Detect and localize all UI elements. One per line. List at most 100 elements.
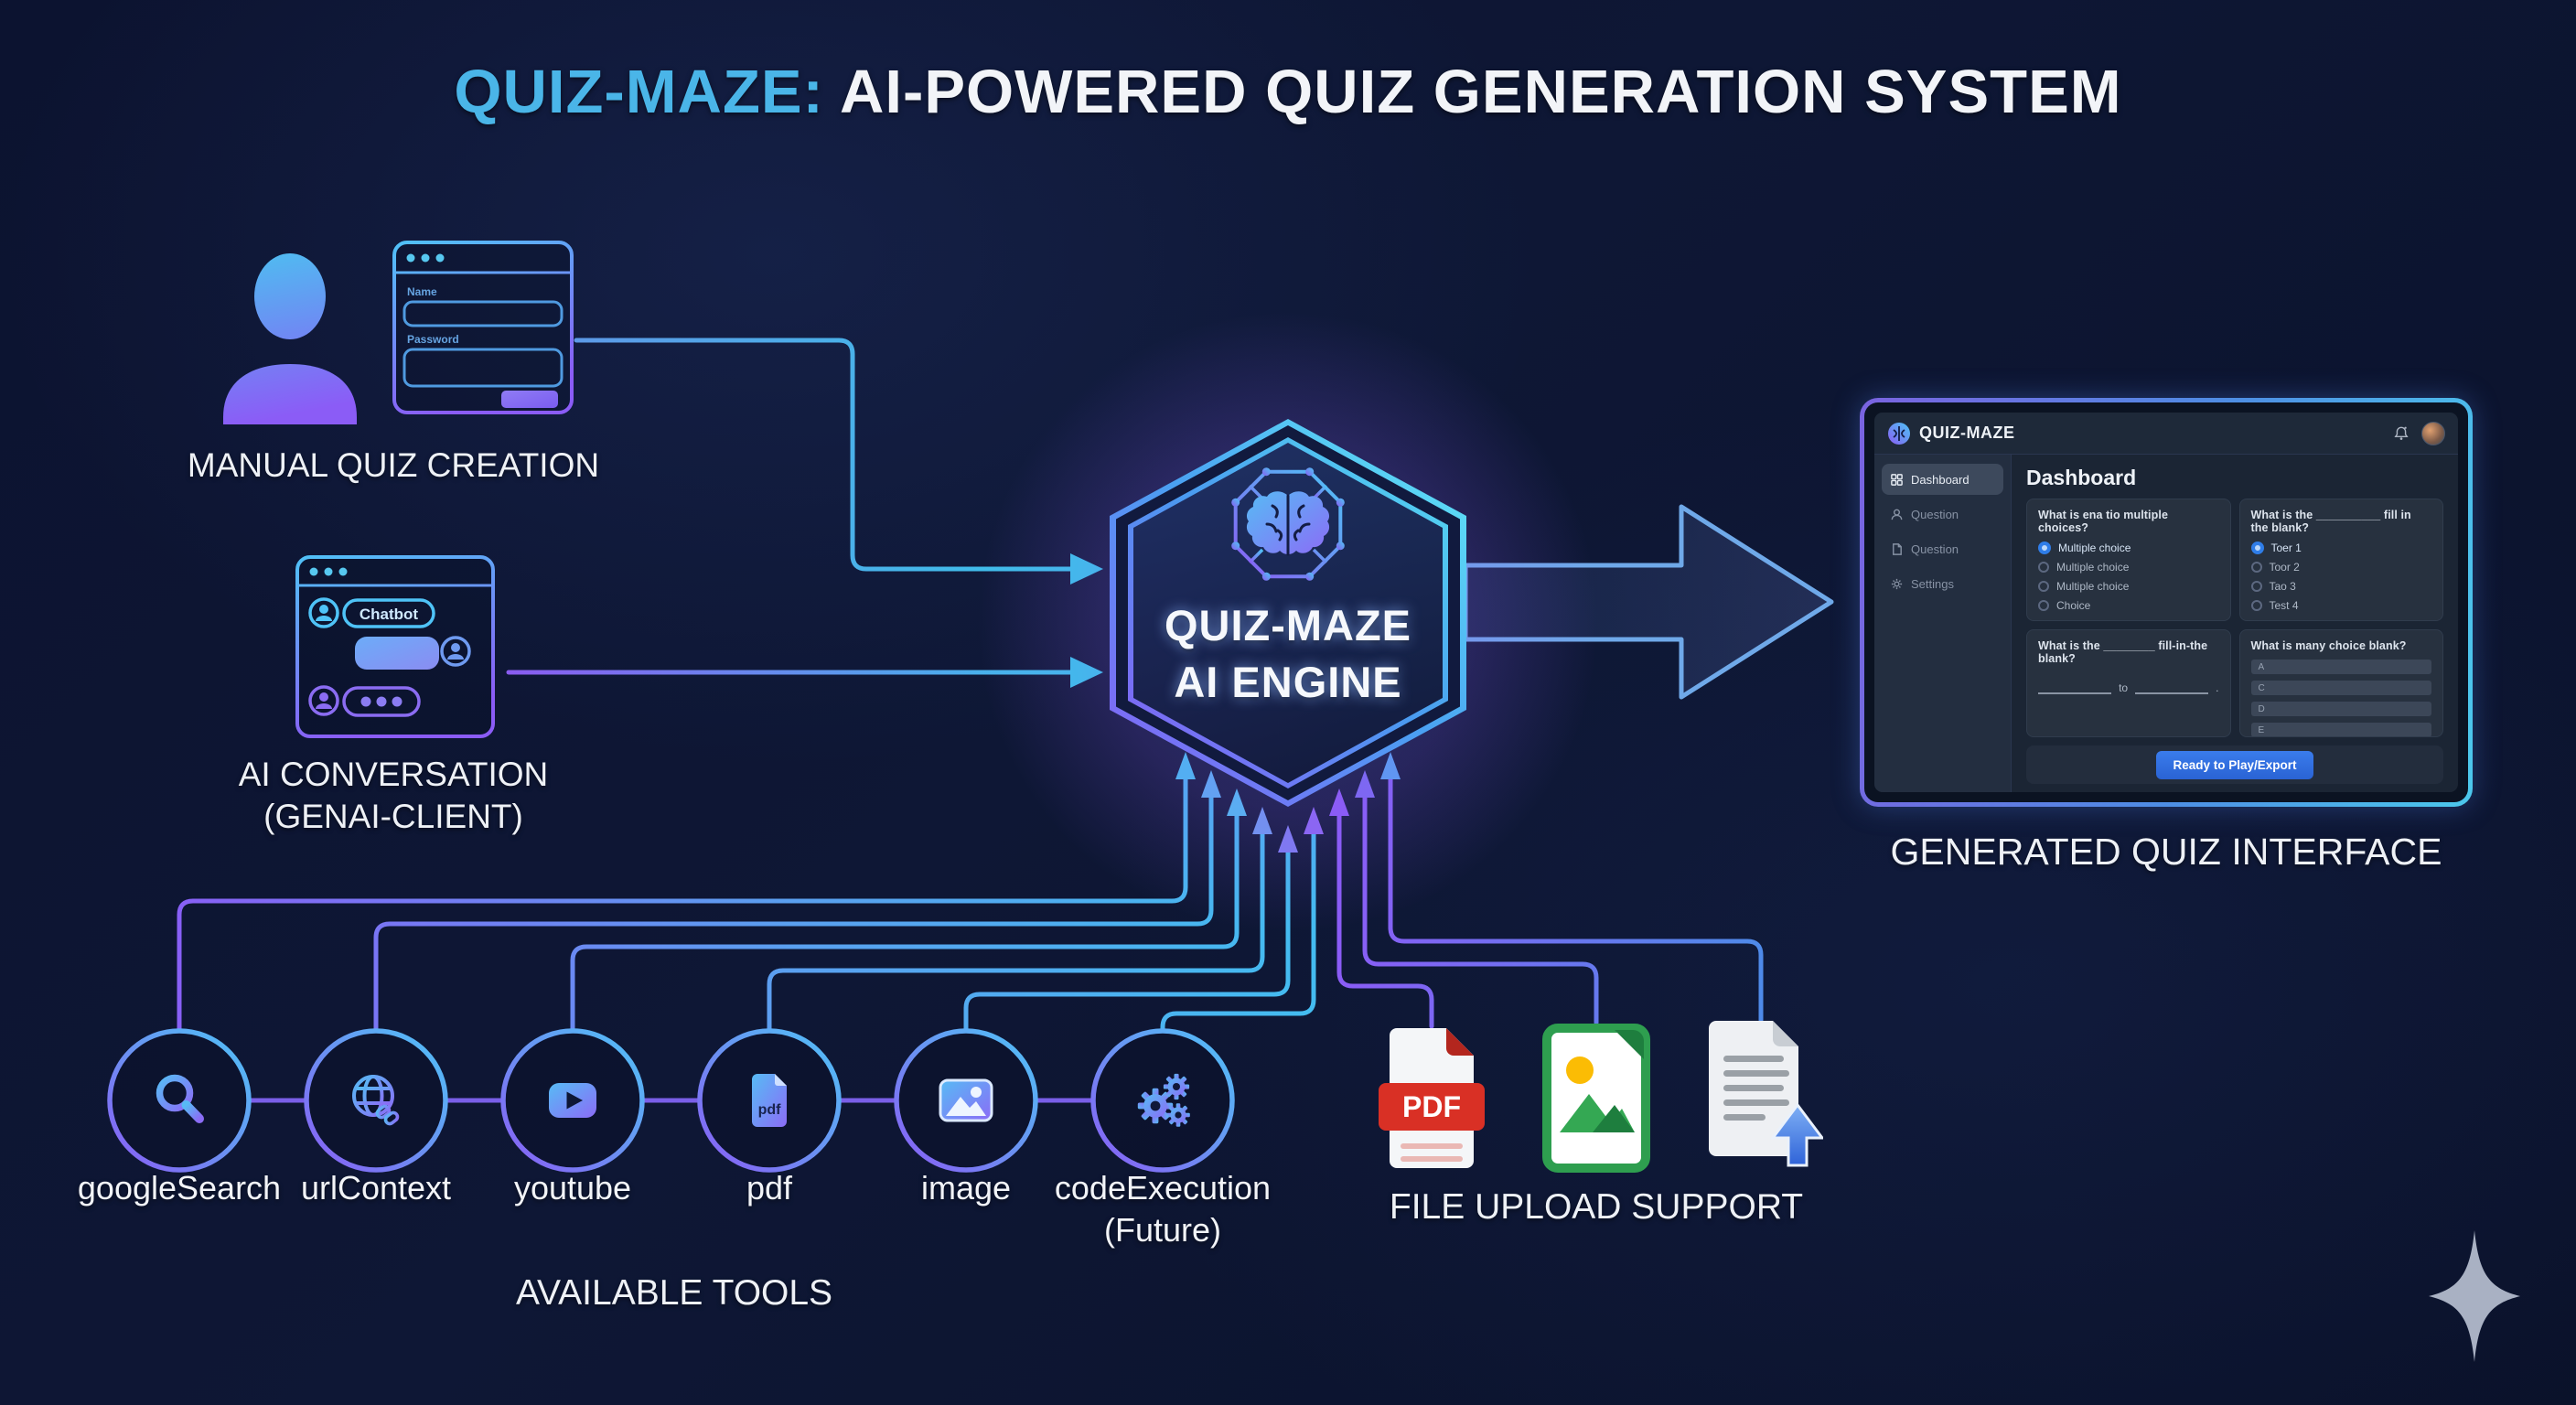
chatbot-badge bbox=[342, 598, 435, 628]
quiz-question: What is the __________ fill in the blank… bbox=[2250, 509, 2411, 534]
engine-content: QUIZ-MAZE AI ENGINE bbox=[1110, 430, 1466, 807]
radio-option[interactable]: Choice bbox=[2038, 599, 2219, 612]
tool-label-codeExecution: codeExecution(Future) bbox=[1054, 1169, 1272, 1249]
radio-icon bbox=[2250, 600, 2262, 611]
avatar[interactable] bbox=[2421, 421, 2445, 445]
output-arrow bbox=[1463, 504, 1834, 700]
quiz-card-grid: What is ena tio multiple choices? Multip… bbox=[2026, 499, 2443, 737]
chatbot-badge-label: Chatbot bbox=[360, 606, 419, 623]
sparkle-icon bbox=[2429, 1230, 2520, 1362]
doc-upload-icon bbox=[1700, 1017, 1825, 1173]
sidebar-item-label: Dashboard bbox=[1911, 472, 1970, 487]
password-field bbox=[402, 348, 564, 388]
tool-node-youtube bbox=[495, 1023, 650, 1178]
radio-option[interactable]: Test 4 bbox=[2250, 599, 2432, 612]
tool-node-urlContext bbox=[298, 1023, 454, 1178]
answer-bar[interactable]: A bbox=[2250, 660, 2431, 674]
radio-option[interactable]: Toer 1 bbox=[2250, 542, 2432, 554]
tool-label-image: image bbox=[920, 1169, 1012, 1207]
pdf-doc-icon: pdf bbox=[752, 1074, 787, 1127]
radio-option[interactable]: Multiple choice bbox=[2038, 580, 2219, 593]
quiz-question: What is ena tio multiple choices? bbox=[2038, 509, 2168, 534]
bot-avatar-icon bbox=[308, 597, 339, 628]
arrowhead-chat bbox=[1070, 657, 1103, 688]
search-icon bbox=[156, 1074, 204, 1123]
radio-icon bbox=[2250, 581, 2262, 592]
bell-icon[interactable] bbox=[2392, 424, 2410, 443]
tool-node-codeExecution bbox=[1085, 1023, 1240, 1178]
user-icon bbox=[223, 253, 357, 424]
typing-bubble bbox=[342, 686, 421, 717]
password-field-label: Password bbox=[407, 333, 459, 346]
dashboard-logo-text: QUIZ-MAZE bbox=[1919, 424, 2015, 442]
window-dots bbox=[406, 253, 445, 263]
ai-conversation-label-line2: (GENAI-CLIENT) bbox=[263, 798, 523, 835]
sidebar-item-settings-3[interactable]: Settings bbox=[1882, 568, 2003, 599]
available-tools-label: AVAILABLE TOOLS bbox=[515, 1273, 833, 1313]
login-window-illustration: Name Password bbox=[392, 241, 574, 414]
radio-option[interactable]: Multiple choice bbox=[2038, 561, 2219, 574]
title-rest: AI-POWERED QUIZ GENERATION SYSTEM bbox=[823, 58, 2122, 126]
sidebar-item-label: Question bbox=[1911, 507, 1959, 521]
quiz-card-1: What is ena tio multiple choices? Multip… bbox=[2026, 499, 2231, 621]
play-icon bbox=[549, 1083, 596, 1118]
user-avatar-icon bbox=[440, 636, 471, 667]
upload-wires bbox=[1336, 777, 1764, 1029]
arrowhead-manual bbox=[1070, 553, 1103, 585]
dashboard-sidebar: Dashboard Question Question Settings bbox=[1874, 455, 2012, 792]
answer-bar[interactable]: C bbox=[2250, 681, 2431, 695]
gear-icon bbox=[1891, 578, 1903, 589]
ai-conversation-label-line1: AI CONVERSATION bbox=[238, 756, 549, 793]
dashboard-heading: Dashboard bbox=[2026, 466, 2137, 489]
engine-hexagon bbox=[1110, 419, 1466, 807]
answer-bar[interactable]: E bbox=[2250, 723, 2431, 736]
sidebar-item-dashboard-0[interactable]: Dashboard bbox=[1882, 464, 2003, 495]
ready-to-play-export-button[interactable]: Ready to Play/Export bbox=[2156, 750, 2313, 779]
dashboard-footer: Ready to Play/Export bbox=[2026, 745, 2443, 784]
pdf-file-icon: PDF bbox=[1377, 1026, 1487, 1177]
radio-option[interactable]: Multiple choice bbox=[2038, 542, 2219, 554]
user-icon bbox=[1891, 509, 1903, 520]
radio-icon bbox=[2250, 562, 2262, 573]
chatbot-window-illustration: Chatbot bbox=[295, 555, 495, 738]
sidebar-item-question-2[interactable]: Question bbox=[1882, 533, 2003, 564]
title-highlight: QUIZ-MAZE: bbox=[454, 58, 824, 126]
dashboard-main: Dashboard What is ena tio multiple choic… bbox=[2012, 455, 2458, 792]
gears-icon bbox=[1137, 1073, 1190, 1127]
engine-input-arrowheads bbox=[1175, 752, 1401, 853]
radio-icon bbox=[2038, 562, 2049, 573]
radio-option[interactable]: Tao 3 bbox=[2250, 580, 2432, 593]
radio-icon bbox=[2038, 542, 2051, 554]
dashboard-topbar: QUIZ-MAZE bbox=[1874, 413, 2458, 455]
radio-icon bbox=[2038, 600, 2049, 611]
quizmaze-logo-icon bbox=[1888, 422, 1910, 445]
brain-network-icon bbox=[1231, 467, 1345, 581]
tool-label-youtube: youtube bbox=[513, 1169, 632, 1207]
engine-name-line2: AI ENGINE bbox=[1174, 658, 1402, 706]
name-field-label: Name bbox=[407, 285, 437, 298]
sidebar-item-label: Question bbox=[1911, 542, 1959, 556]
tool-label-pdf: pdf bbox=[746, 1169, 793, 1207]
tool-wires bbox=[177, 777, 1316, 1034]
radio-option[interactable]: Toor 2 bbox=[2250, 561, 2432, 574]
quiz-question: What is many choice blank? bbox=[2250, 639, 2407, 652]
image-file-icon bbox=[1541, 1023, 1651, 1174]
generated-quiz-interface-label: GENERATED QUIZ INTERFACE bbox=[1890, 831, 2442, 873]
blank-line[interactable] bbox=[2038, 685, 2112, 694]
generated-quiz-window: QUIZ-MAZE Dashboard Question Question Se… bbox=[1860, 398, 2473, 807]
tool-label-googleSearch: googleSearch bbox=[77, 1169, 282, 1207]
quiz-card-3: What is the ________ fill-in-the blank? … bbox=[2026, 629, 2231, 737]
manual-quiz-creation-label: MANUAL QUIZ CREATION bbox=[187, 446, 600, 484]
wire-manual-to-engine bbox=[574, 338, 1073, 572]
sidebar-item-question-1[interactable]: Question bbox=[1882, 499, 2003, 530]
file-icon bbox=[1893, 542, 1902, 555]
answer-bar[interactable]: D bbox=[2250, 702, 2431, 716]
page-title: QUIZ-MAZE: AI-POWERED QUIZ GENERATION SY… bbox=[0, 57, 2576, 127]
blank-line[interactable] bbox=[2135, 685, 2209, 694]
tool-node-image bbox=[888, 1023, 1044, 1178]
svg-text:pdf: pdf bbox=[758, 1102, 782, 1118]
globe-link-icon bbox=[352, 1075, 400, 1126]
